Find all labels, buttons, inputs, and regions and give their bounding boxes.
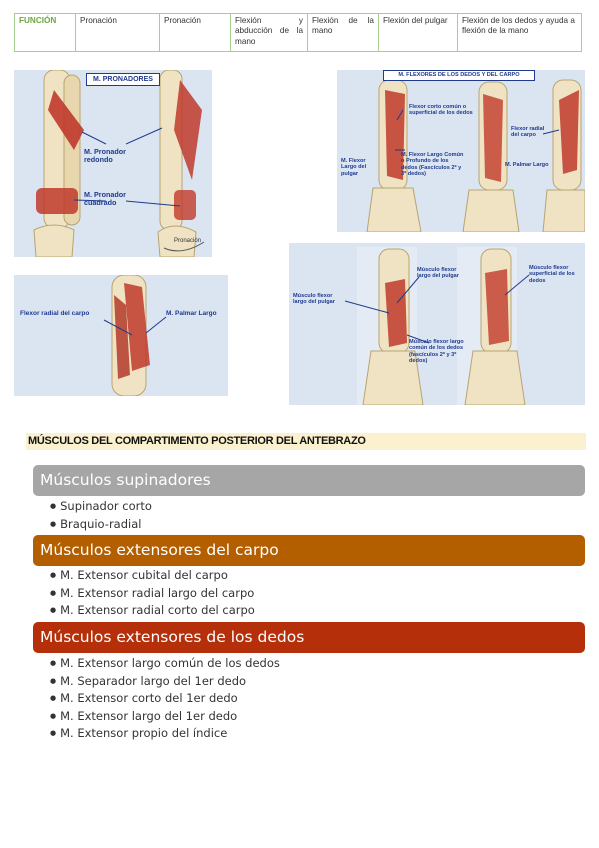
list-item: M. Extensor largo común de los dedos [50,655,280,673]
forearm-illustration [33,70,205,257]
forearm-illustration [103,275,167,396]
flexor-radial-carpo-label: Flexor radial del carpo [511,126,545,139]
flexor-superficial-label: Músculo flexor superficial de los dedos [529,265,575,284]
flexor-largo-pulgar-label: M. Flexor Largo del pulgar [341,158,367,177]
extensores-dedos-list: M. Extensor largo común de los dedos M. … [50,655,280,743]
table-cell: Pronación [159,13,231,52]
list-item: M. Extensor cubital del carpo [50,567,255,585]
flexor-corto-comun-label: Flexor corto común o superficial de los … [409,104,473,117]
flexor-largo-pulgar-left-label: Músculo flexor largo del pulgar [293,293,335,306]
supinadores-list: Supinador corto Braquio-radial [50,498,152,533]
table-cell: Flexión de los dedos y ayuda a flexión d… [457,13,582,52]
palmar-largo-label: M. Palmar Largo [505,162,549,168]
pronador-cuadrado-label: M. Pronador cuadrado [84,190,126,208]
section-title: MÚSCULOS DEL COMPARTIMENTO POSTERIOR DEL… [26,433,586,450]
extensores-carpo-heading: Músculos extensores del carpo [33,535,585,566]
forearm-hand-illustration [366,79,585,232]
flexores-dedos-figure: M. FLEXORES DE LOS DEDOS Y DEL CARPO Fle… [337,70,585,232]
list-item: M. Separador largo del 1er dedo [50,673,280,691]
palmar-largo-label: M. Palmar Largo [166,310,217,317]
pronadores-figure: M. PRONADORES M. Pronador redondo M. Pro… [14,70,212,257]
table-row: FUNCIÓN Pronación Pronación Flexión y ab… [14,13,582,52]
pronacion-caption: Pronación [174,238,202,244]
flexor-largo-comun-label: M. Flexor Largo Común o Profundo de los … [401,152,464,178]
function-table: FUNCIÓN Pronación Pronación Flexión y ab… [14,13,582,52]
table-cell: Flexión de la mano [307,13,379,52]
musculos-flexores-figure: Músculo flexor largo del pulgar Músculo … [289,243,585,405]
table-cell: Flexión del pulgar [378,13,458,52]
flexor-largo-pulgar-mid-label: Músculo flexor largo del pulgar [417,267,459,280]
extensores-dedos-heading: Músculos extensores de los dedos [33,622,585,653]
flexor-radial-label: Flexor radial del carpo [20,310,90,317]
list-item: Braquio-radial [50,516,152,534]
list-item: M. Extensor corto del 1er dedo [50,690,280,708]
list-item: M. Extensor radial largo del carpo [50,585,255,603]
flexor-largo-comun-label: Músculo flexor largo común de los dedos … [409,339,464,365]
forearm-hand-illustration [344,247,530,405]
list-item: M. Extensor propio del índice [50,725,280,743]
flexores-dedos-title: M. FLEXORES DE LOS DEDOS Y DEL CARPO [383,70,535,81]
table-cell: Pronación [75,13,160,52]
pronador-redondo-label: M. Pronador redondo [84,147,126,165]
pronadores-title: M. PRONADORES [86,73,160,86]
list-item: M. Extensor largo del 1er dedo [50,708,280,726]
supinadores-heading: Músculos supinadores [33,465,585,496]
extensores-carpo-list: M. Extensor cubital del carpo M. Extenso… [50,567,255,620]
list-item: M. Extensor radial corto del carpo [50,602,255,620]
flexor-radial-figure: Flexor radial del carpo M. Palmar Largo [14,275,228,396]
function-header-cell: FUNCIÓN [14,13,76,52]
list-item: Supinador corto [50,498,152,516]
table-cell: Flexión y abducción de la mano [230,13,308,52]
